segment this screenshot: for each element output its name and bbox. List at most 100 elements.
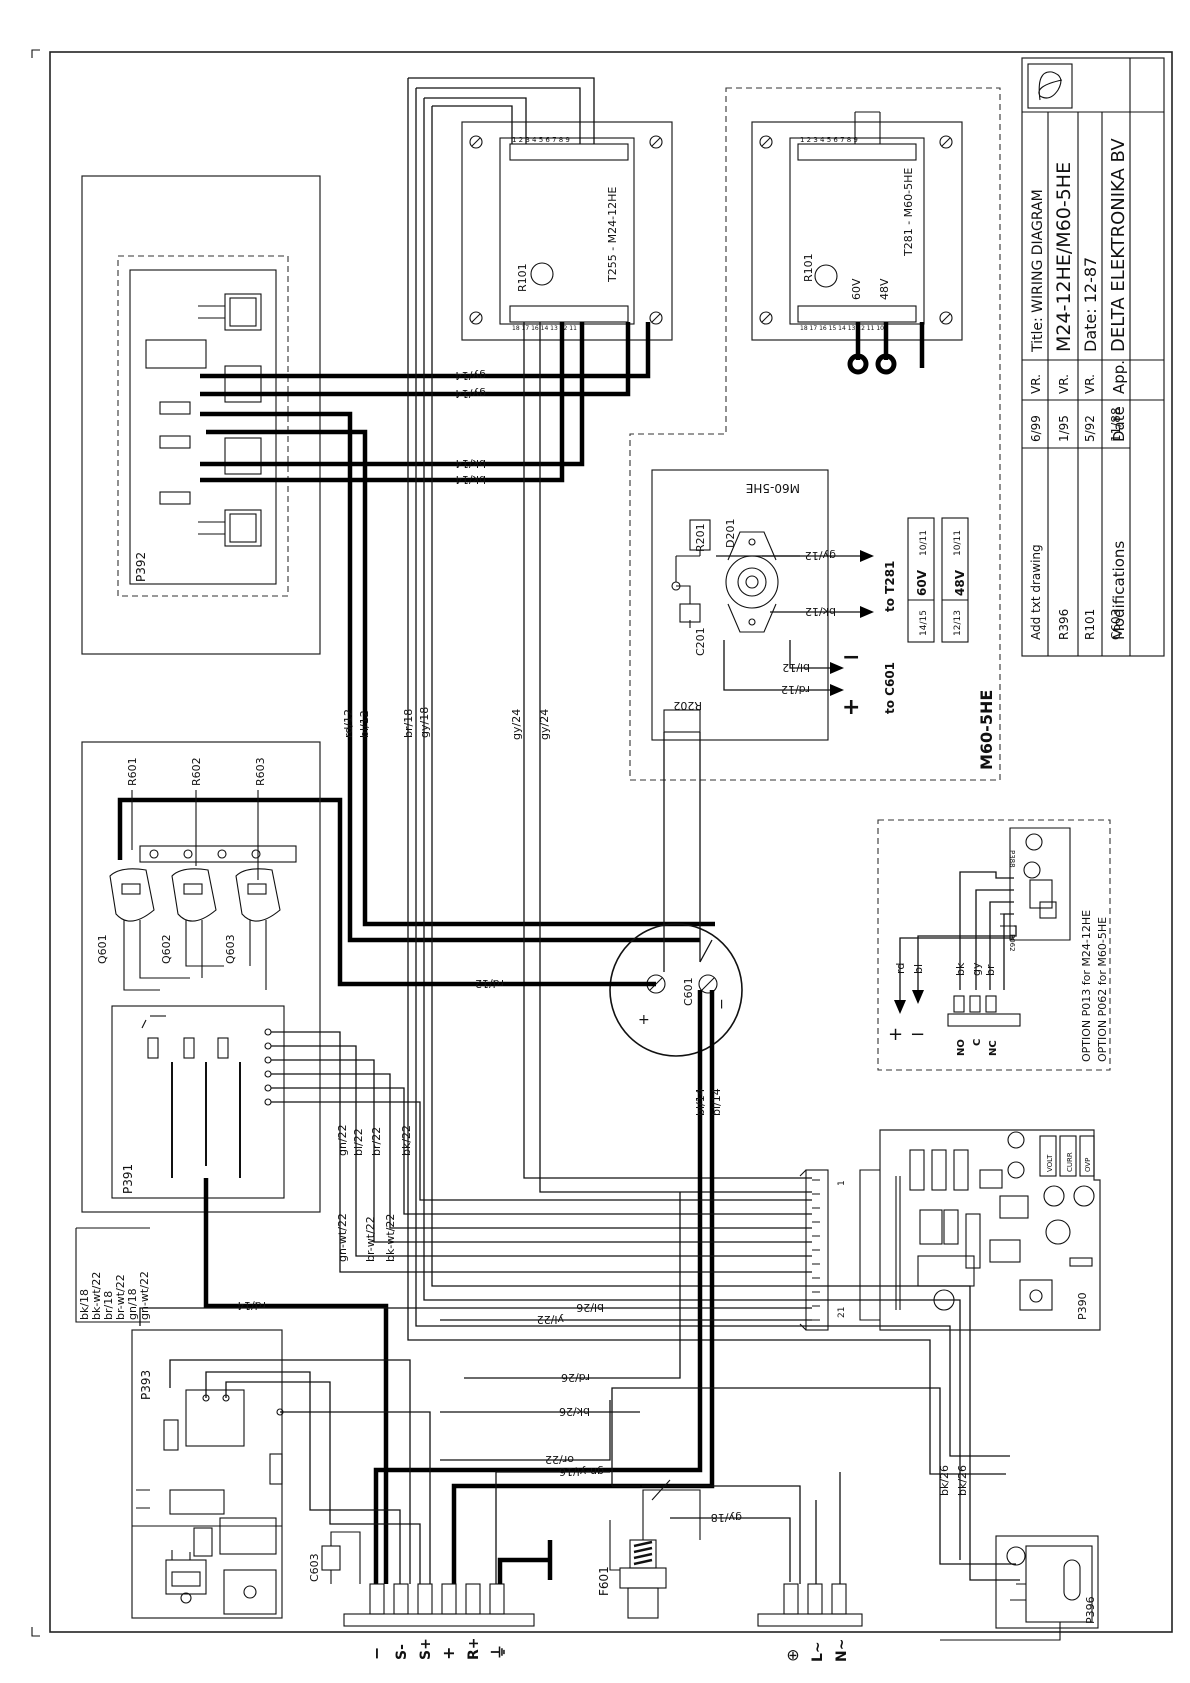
output-terminals: − S- S+ + R+ ⏚ — [343, 1540, 553, 1660]
p390-ovp: OVP — [1084, 1158, 1092, 1172]
wire-label: br/18 — [402, 709, 415, 738]
wire-label: rd/12 — [475, 977, 504, 990]
connector-pin21: 21 — [837, 1307, 847, 1318]
wire-label: gy/14 — [455, 369, 486, 382]
m60-plus: + — [842, 695, 860, 720]
board-p393: P393 — [131, 1329, 284, 1619]
wire-label: rd/14 — [237, 1299, 266, 1312]
t255-r101-label: R101 — [516, 263, 529, 292]
m60-p1415: 14/15 — [919, 610, 929, 636]
wire-label: bk/26 — [938, 1465, 951, 1496]
corner-mark — [31, 1627, 40, 1637]
option-wire-gy: gy — [970, 962, 983, 976]
wire-label: bl/14 — [694, 1088, 707, 1116]
date-text: Date: 12-87 — [1081, 257, 1100, 352]
option-minus: − — [910, 1024, 925, 1045]
wire-label: bk/14 — [455, 457, 486, 470]
mod-row-date: 11/88 — [1109, 407, 1123, 442]
terminal-ground: ⏚ — [489, 1644, 508, 1660]
wire-label: gn-yl/16 — [559, 1465, 604, 1478]
wires-p391-p390: gn/22 bl/22 br/22 bk/22 gn-wt/22 br-wt/2… — [203, 1031, 812, 1584]
d201-label: D201 — [724, 519, 737, 548]
board-p390: P390 VOLT CURR OVP — [859, 1129, 1101, 1331]
app-label: App. — [1110, 360, 1128, 394]
p391-label: P391 — [121, 1164, 135, 1194]
mod-row-text: Add txt drawing — [1029, 544, 1043, 640]
p388-label: P388 — [1008, 850, 1016, 868]
m60-48v: 48V — [953, 569, 967, 596]
terminal-neutral: N~ — [834, 1639, 850, 1662]
wire-label: bl/12 — [358, 710, 371, 738]
to-t281-label: to T281 — [883, 561, 897, 612]
modifications-label: Modifications — [1110, 541, 1128, 640]
wire-label: bk/12 — [805, 605, 836, 618]
option-p062: OPTION P013 for M24-12HE OPTION P062 for… — [877, 819, 1111, 1071]
terminal-earth: ⊕ — [783, 1649, 802, 1662]
r602-label: R602 — [190, 757, 203, 786]
legend-item: bk-wt/22 — [90, 1272, 103, 1320]
p062-label: P062 — [1008, 934, 1016, 952]
option-line1: OPTION P013 for M24-12HE — [1080, 910, 1093, 1062]
drawing-frame — [49, 51, 1173, 1633]
capacitor-c601: C601 + − rd/12 bl/14 bl/14 — [117, 797, 743, 1584]
t281-r101-label: R101 — [802, 253, 815, 282]
t281-48v-label: 48V — [878, 278, 891, 300]
wire-label: gn-wt/22 — [336, 1213, 349, 1262]
option-wire-bk: bk — [954, 962, 967, 976]
mod-row-text: C603 — [1109, 609, 1123, 640]
q602-label: Q602 — [160, 934, 173, 964]
company-text: DELTA ELEKTRONIKA BV — [1108, 138, 1129, 352]
option-wire-bl: bl — [912, 964, 925, 974]
option-no: NO — [956, 1039, 967, 1056]
wire-label: gy/14 — [455, 387, 486, 400]
q603-label: Q603 — [224, 934, 237, 964]
wire-label: gy/24 — [510, 709, 523, 740]
wire-label: bl/12 — [782, 661, 810, 674]
wire-label: bk-wt/22 — [384, 1214, 397, 1262]
legend-item: br-wt/22 — [114, 1274, 127, 1320]
terminal-line: L~ — [810, 1641, 826, 1662]
wire-label: or/22 — [545, 1453, 574, 1466]
wire-label: br-wt/22 — [364, 1216, 377, 1262]
m60-minus: − — [842, 645, 860, 670]
option-nc: NC — [988, 1040, 999, 1056]
mod-row-text: R396 — [1057, 609, 1071, 640]
option-wire-rd: rd — [894, 963, 907, 974]
wire-label: gy/24 — [538, 709, 551, 740]
option-wire-br: br — [984, 964, 997, 976]
f601-label: F601 — [597, 1566, 611, 1596]
wires-p393-terminals: bl/26 yl/22 rd/26 bk/26 or/22 gn-yl/16 b… — [139, 1192, 1016, 1584]
wire-bundle: rd/12 bl/12 br/18 gy/18 gy/24 gy/24 — [342, 77, 1020, 1581]
t281-label: T281 - M60-5HE — [902, 168, 915, 257]
vr-label: VR. — [1029, 374, 1043, 394]
q601-label: Q601 — [96, 934, 109, 964]
wire-label: gy/18 — [418, 707, 431, 738]
wire-label: bl/14 — [710, 1088, 723, 1116]
wire-label: bl/26 — [576, 1301, 604, 1314]
terminal-s-plus: S+ — [418, 1638, 434, 1660]
c601-label: C601 — [682, 977, 695, 1006]
wire-label: rd/12 — [781, 683, 810, 696]
t281-pins-bottom: 18 17 16 15 14 13 12 11 10 — [800, 325, 884, 332]
model-text: M24-12HE/M60-5HE — [1053, 162, 1075, 352]
vr-label: VR. — [1083, 374, 1097, 394]
terminal-plus: + — [439, 1647, 458, 1660]
mod-row-date: 6/99 — [1029, 415, 1043, 442]
p396-label: P396 — [1084, 1596, 1097, 1624]
t255-pins-bottom: 18 17 16 14 13 12 11 — [512, 325, 577, 332]
m60-60v: 60V — [915, 569, 929, 596]
legend-item: bk/18 — [78, 1289, 91, 1320]
m60-label: M60-5HE — [746, 481, 800, 495]
option-plus: + — [888, 1024, 903, 1045]
to-c601-label: to C601 — [883, 662, 897, 714]
terminal-r-plus: R+ — [466, 1637, 482, 1660]
option-line2: OPTION P062 for M60-5HE — [1096, 917, 1109, 1062]
fuse-f601: F601 gy/18 — [597, 1479, 791, 1619]
c201-label: C201 — [694, 627, 707, 656]
corner-mark — [31, 49, 40, 58]
wire-label: bk/26 — [559, 1405, 590, 1418]
m60-big-label: M60-5HE — [977, 690, 996, 770]
board-p391: R601 R602 R603 Q601 Q602 Q603 P391 — [81, 741, 321, 1213]
legend-item: gn/18 — [126, 1288, 139, 1320]
